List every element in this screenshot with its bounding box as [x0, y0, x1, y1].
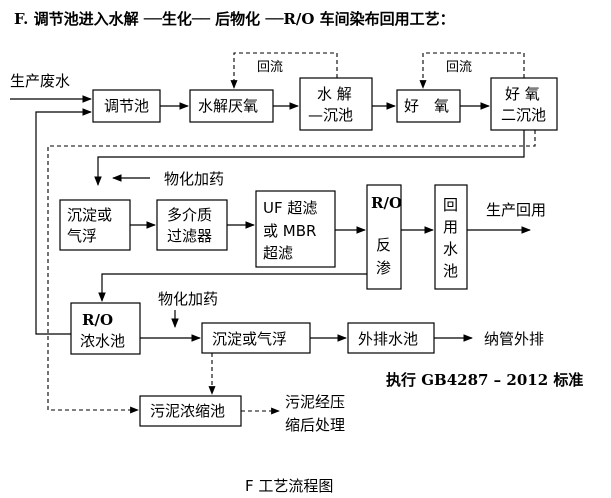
box-waipai	[347, 322, 435, 354]
box-huiyong-line3: 水	[443, 240, 458, 258]
box-huiyong	[434, 184, 468, 290]
box-ro-concentrate-line2: 浓水池	[80, 332, 125, 350]
box-haoyang-text: 好 氧	[404, 97, 449, 115]
box-shuijie-chen-line1: 水 解	[317, 85, 352, 103]
box-uf-mbr-line2: 或 MBR	[263, 222, 316, 240]
label-production-reuse: 生产回用	[486, 201, 546, 219]
dosing-label-2: 物化加药	[158, 290, 218, 308]
box-sludge-thickener	[139, 395, 242, 427]
box-duojie	[156, 199, 228, 251]
box-waipai-text: 外排水池	[358, 330, 418, 348]
return-line-to-tiaojie	[35, 108, 92, 335]
sludge-line-erchen	[47, 130, 536, 414]
box-huiyong-line4: 池	[443, 262, 458, 280]
box-shuijie-chen-line2: —沉池	[308, 106, 353, 124]
box-ro-line1: R/O	[371, 194, 402, 212]
box-duojie-line2: 过滤器	[167, 227, 212, 245]
recycle-label-1: 回流	[257, 60, 283, 75]
box-shuijie-chen	[299, 77, 373, 131]
recycle-loop-2	[419, 52, 525, 89]
label-sludge-out-line2: 缩后处理	[285, 416, 345, 434]
recycle-label-2: 回流	[446, 60, 472, 75]
box-tiaojie	[92, 89, 161, 123]
box-tiaojie-text: 调节池	[104, 97, 149, 115]
box-chendian1	[59, 199, 131, 251]
label-discharge: 纳管外排	[484, 330, 544, 348]
flow-ro-down	[98, 273, 367, 302]
box-haoyang-erchen-line1: 好 氧	[505, 85, 540, 103]
box-uf-mbr-line3: 超滤	[263, 244, 293, 262]
input-wastewater-label: 生产废水	[10, 72, 70, 90]
box-chendian2-text: 沉淀或气浮	[212, 330, 287, 348]
box-ro-concentrate	[70, 302, 141, 355]
label-sludge-out-line1: 污泥经压	[285, 393, 345, 411]
box-haoyang-erchen-line2: 二沉池	[501, 106, 546, 124]
box-ro-concentrate-line1: R/O	[82, 311, 113, 329]
box-huiyong-line2: 用	[443, 218, 458, 236]
box-shuijie-text: 水解厌氧	[198, 97, 258, 115]
figure-caption: F 工艺流程图	[245, 477, 333, 495]
box-ro-line3: 渗	[376, 259, 391, 277]
box-ro-line2: 反	[376, 236, 391, 254]
box-ro	[366, 184, 402, 290]
box-duojie-line1: 多介质	[167, 206, 212, 224]
label-standard: 执行 GB4287 – 2012 标准	[386, 371, 583, 389]
box-shuijie	[189, 89, 274, 123]
box-chendian1-line2: 气浮	[67, 227, 97, 245]
box-huiyong-line1: 回	[443, 196, 458, 214]
box-uf-mbr	[255, 190, 336, 268]
box-uf-mbr-line1: UF 超滤	[263, 199, 317, 217]
box-chendian1-line1: 沉淀或	[67, 206, 112, 224]
box-sludge-thickener-text: 污泥浓缩池	[150, 402, 225, 420]
flow-erchen-to-chendian1	[94, 130, 525, 186]
diagram-title: F. 调节池进入水解 ──生化── 后物化 ──R/O 车间染布回用工艺：	[14, 10, 455, 28]
dosing-label-1: 物化加药	[164, 170, 224, 188]
